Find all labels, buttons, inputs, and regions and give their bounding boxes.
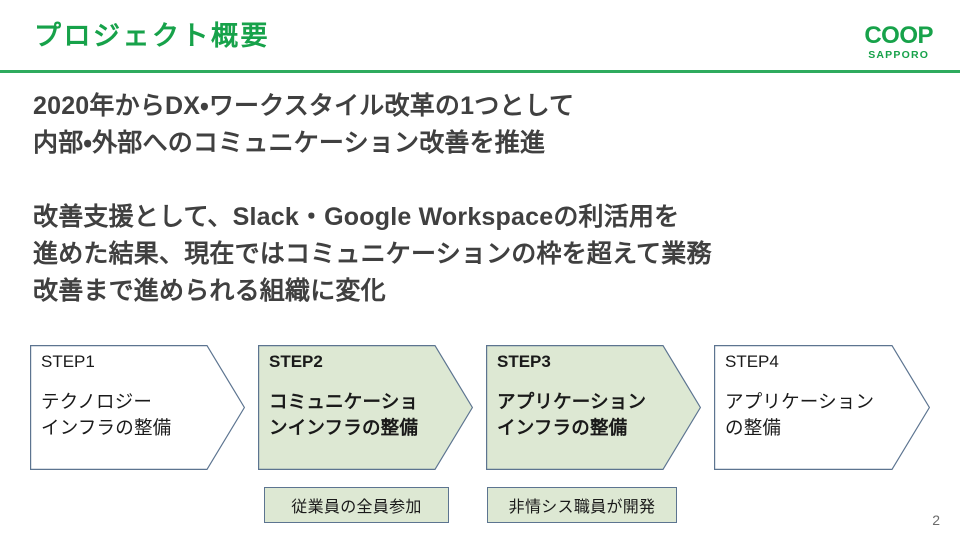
step-chevron-step3[interactable]: STEP3 アプリケーション インフラの整備 [486, 345, 701, 470]
step-roadmap: STEP1 テクノロジー インフラの整備 STEP2 コミュニケーショ ンインフ… [0, 345, 960, 470]
callout-note-step2-label: 従業員の全員参加 [291, 499, 422, 516]
chevron-shape-icon [486, 345, 701, 470]
callout-note-step3[interactable]: 非情シス職員が開発 [487, 487, 677, 523]
step-chevron-step4[interactable]: STEP4 アプリケーション の整備 [714, 345, 930, 470]
slide-header: プロジェクト概要 COOP SAPPORO [0, 0, 960, 73]
chevron-shape-icon [258, 345, 473, 470]
page-title: プロジェクト概要 [34, 21, 270, 51]
step-chevron-step4-content: STEP4 アプリケーション の整備 [725, 351, 892, 441]
detail-paragraph-line-3: 改善まで進められる組織に変化 [33, 277, 386, 305]
callout-note-step3-label: 非情シス職員が開発 [508, 499, 656, 516]
logo-subtext: SAPPORO [868, 49, 930, 61]
step-chevron-step1[interactable]: STEP1 テクノロジー インフラの整備 [30, 345, 245, 470]
detail-paragraph-line-1: 改善支援として、Slack・Google Workspaceの利活用を [33, 203, 680, 231]
step-chevron-step3-content: STEP3 アプリケーション インフラの整備 [497, 351, 663, 441]
step-chevron-step3-description-line-1: アプリケーション [497, 391, 647, 412]
step-chevron-step2-content: STEP2 コミュニケーショ ンインフラの整備 [269, 351, 435, 441]
step-chevron-step3-title: STEP3 [497, 352, 551, 371]
logo-wordmark: COOP [864, 22, 933, 49]
step-chevron-step4-description-line-1: アプリケーション [725, 391, 875, 412]
step-chevron-step3-description: アプリケーション インフラの整備 [497, 389, 663, 441]
step-chevron-step1-description-line-2: インフラの整備 [41, 417, 172, 438]
step-chevron-step3-description-line-2: インフラの整備 [497, 417, 628, 438]
header-divider [0, 70, 960, 73]
step-chevron-step4-description: アプリケーション の整備 [725, 389, 892, 441]
detail-paragraph-line-2: 進めた結果、現在ではコミュニケーションの枠を超えて業務 [33, 240, 712, 268]
step-chevron-step2-description-line-1: コミュニケーショ [269, 391, 419, 412]
step-chevron-step1-description: テクノロジー インフラの整備 [41, 389, 207, 441]
step-chevron-step1-title: STEP1 [41, 352, 95, 371]
step-chevron-step2-description-line-2: ンインフラの整備 [269, 417, 419, 438]
step-chevron-step4-description-line-2: の整備 [725, 417, 782, 438]
detail-paragraph: 改善支援として、Slack・Google Workspaceの利活用を 進めた結… [33, 199, 712, 310]
step-chevron-step1-description-line-1: テクノロジー [41, 391, 153, 412]
step-chevron-step2-title: STEP2 [269, 352, 323, 371]
coop-sapporo-logo: COOP SAPPORO [864, 24, 933, 61]
chevron-shape-icon [714, 345, 930, 470]
intro-paragraph-line-1: 2020年からDX・ワークスタイル改革の1つとして [33, 92, 575, 120]
intro-paragraph: 2020年からDX・ワークスタイル改革の1つとして 内部・外部へのコミュニケーシ… [33, 88, 574, 162]
chevron-shape-icon [30, 345, 245, 470]
page-number: 2 [932, 512, 940, 528]
step-chevron-step2-description: コミュニケーショ ンインフラの整備 [269, 389, 435, 441]
step-chevron-step2[interactable]: STEP2 コミュニケーショ ンインフラの整備 [258, 345, 473, 470]
intro-paragraph-line-2: 内部・外部へのコミュニケーション改善を推進 [33, 129, 546, 157]
step-chevron-step1-content: STEP1 テクノロジー インフラの整備 [41, 351, 207, 441]
callout-note-step2[interactable]: 従業員の全員参加 [264, 487, 449, 523]
step-chevron-step4-title: STEP4 [725, 352, 779, 371]
